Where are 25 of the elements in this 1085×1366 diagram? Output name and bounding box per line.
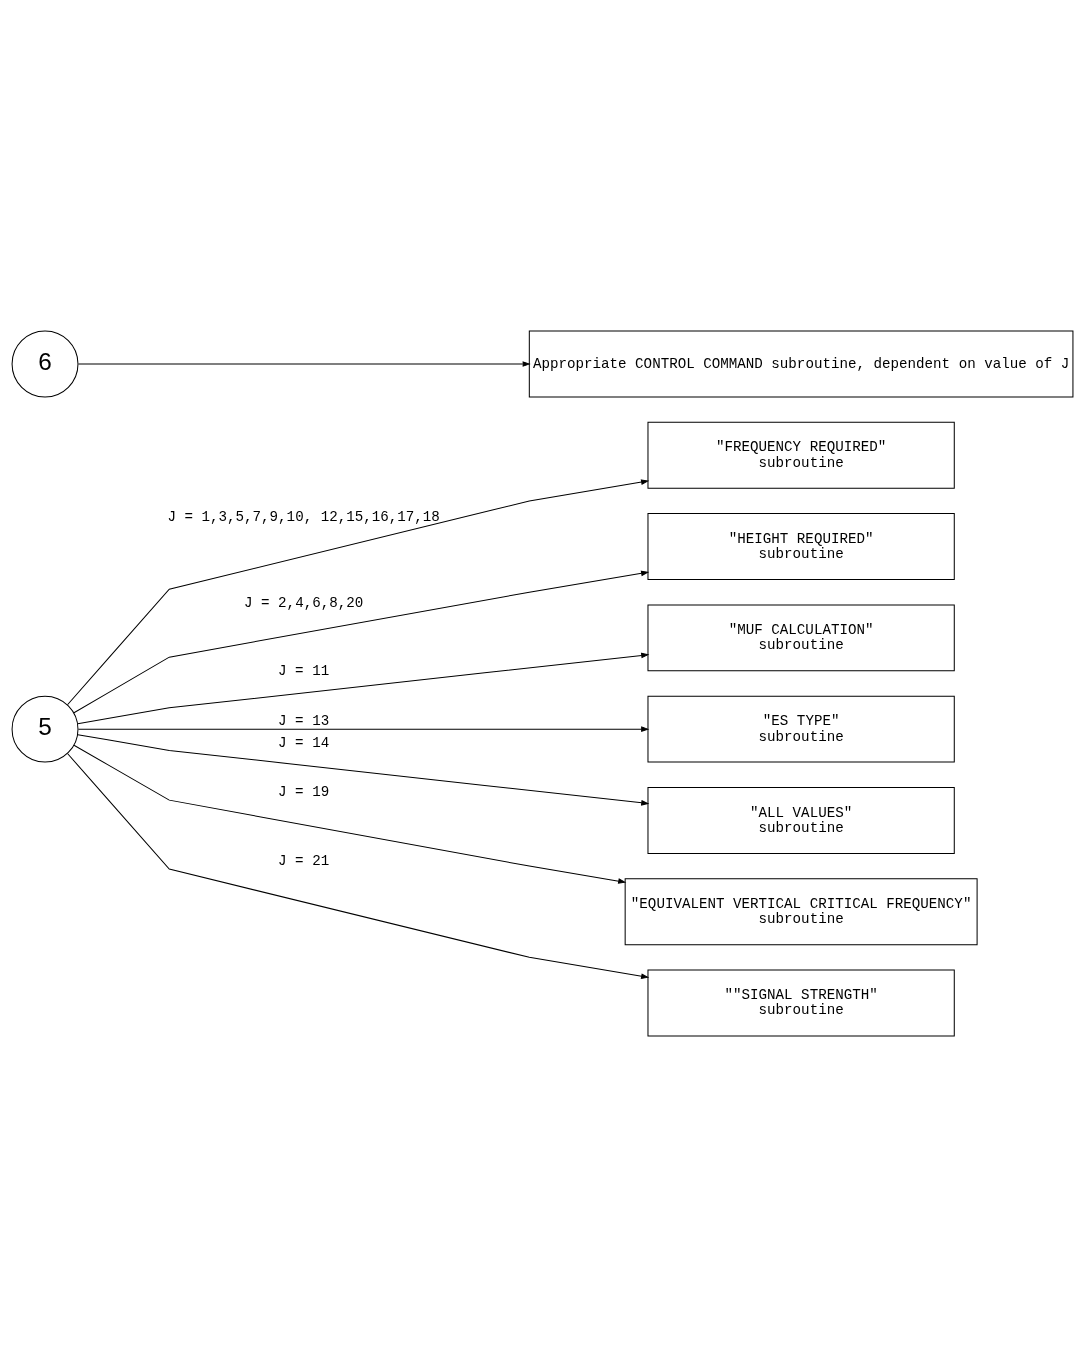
arrow (73, 744, 627, 884)
node-box: Appropriate CONTROL COMMAND subroutine, dependent on value of J (528, 330, 1074, 397)
node-box: "EQUIVALENT VERTICAL CRITICAL FREQUENCY" subroutine (624, 877, 978, 945)
node-box: "ES TYPE" subroutine (647, 695, 955, 763)
node-box: "ALL VALUES" subroutine (647, 786, 955, 854)
edge-label: J = 1,3,5,7,9,10, 12,15,16,17,18 (167, 508, 440, 525)
edge-label: J = 19 (278, 783, 330, 800)
node-box: "MUF CALCULATION" subroutine (647, 603, 955, 671)
node-box: "FREQUENCY REQUIRED" subroutine (647, 421, 955, 489)
arrow (73, 570, 650, 713)
edge-label: J = 2,4,6,8,20 (244, 594, 364, 611)
arrow (77, 652, 650, 724)
node-circle: 6 (11, 330, 79, 397)
node-box: ""SIGNAL STRENGTH" subroutine (647, 969, 955, 1036)
arrow (77, 360, 531, 367)
edge-label: J = 21 (278, 852, 330, 869)
edge-label: J = 13 (278, 712, 330, 729)
node-circle: 5 (11, 695, 79, 763)
edge-label: J = 11 (278, 662, 330, 679)
node-box: "HEIGHT REQUIRED" subroutine (647, 512, 955, 580)
arrow (77, 733, 650, 806)
edge-label: J = 14 (278, 734, 330, 751)
arrow (77, 725, 650, 732)
arrow (67, 752, 650, 979)
arrow (67, 478, 650, 705)
